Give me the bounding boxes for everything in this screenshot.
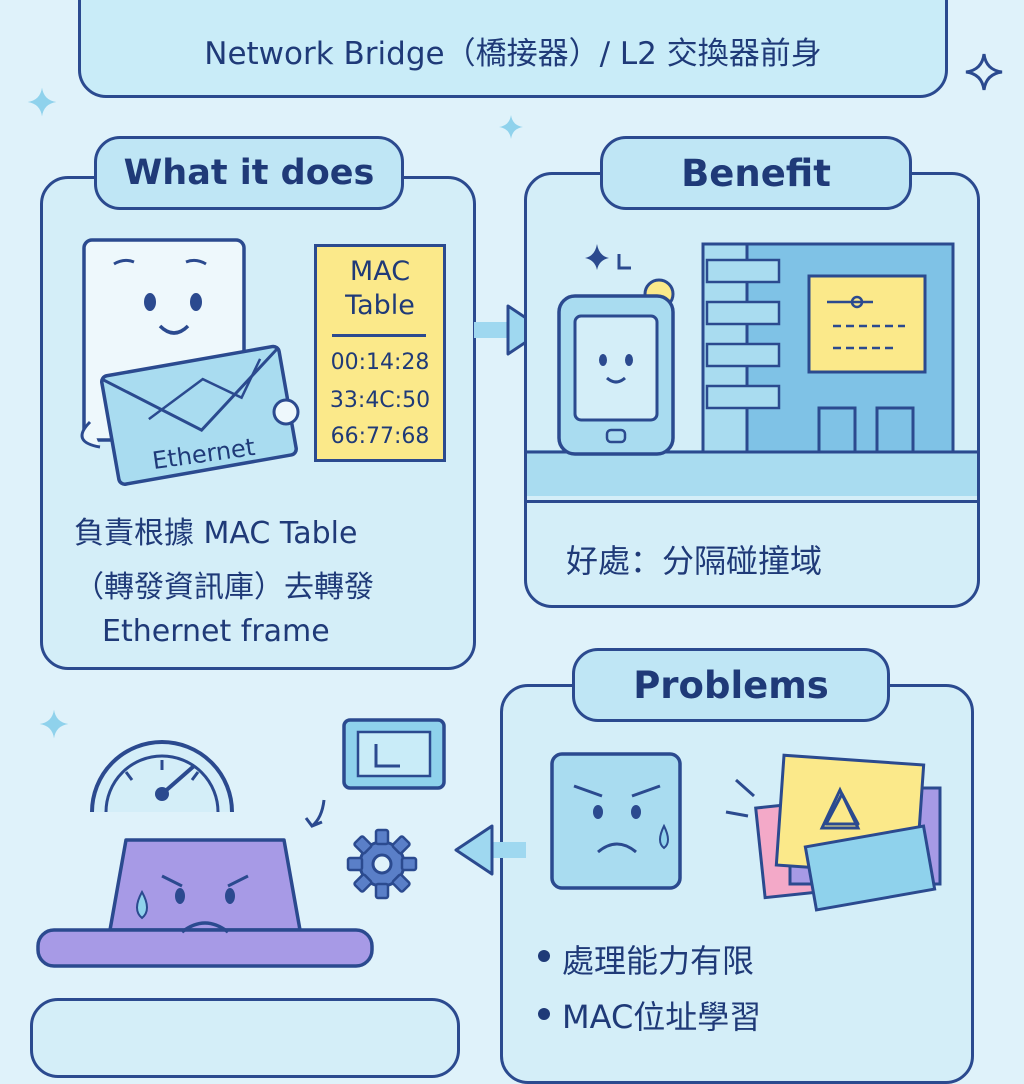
mac-table-note (314, 244, 446, 462)
bullet-dot (538, 950, 550, 962)
what-it-does-heading: What it does (94, 136, 404, 210)
arrow-left-icon (454, 824, 526, 876)
benefit-divider (527, 500, 977, 503)
problem-bullet: 處理能力有限 (562, 942, 755, 980)
page-title: Network Bridge（橋接器）/ L2 交換器前身 (204, 36, 822, 72)
mac-entry: 33:4C:50 (329, 388, 431, 413)
sparkle-icon (39, 709, 69, 739)
sparkle-icon (499, 115, 523, 139)
problem-bullet: MAC位址學習 (562, 998, 762, 1036)
bottom-panel (30, 998, 460, 1078)
mac-entry: 00:14:28 (330, 350, 430, 375)
problems-illustration (550, 752, 942, 912)
header-banner (78, 0, 948, 98)
gauge-icon (90, 740, 234, 813)
description-line: （轉發資訊庫）去轉發 (74, 570, 374, 605)
mac-table-title-line2: Table (345, 290, 415, 321)
benefit-illustration (527, 242, 977, 496)
bridge-character-icon (80, 238, 300, 486)
problems-heading: Problems (572, 648, 890, 722)
description-line: Ethernet frame (102, 614, 330, 649)
benefit-heading: Benefit (600, 136, 912, 210)
mac-table-divider (332, 334, 426, 337)
gear-icon (346, 828, 418, 900)
stressed-device-icon (36, 838, 374, 968)
description-line: 負責根據 MAC Table (74, 516, 358, 551)
sparkle-icon (27, 87, 57, 117)
benefit-caption: 好處：分隔碰撞域 (566, 542, 823, 580)
warning-icon (824, 792, 860, 826)
card-icon (342, 718, 446, 790)
bullet-dot (538, 1008, 550, 1020)
arrow-down-icon (304, 799, 326, 828)
sparkle-icon (965, 53, 1003, 91)
mac-table-title-line1: MAC (349, 256, 411, 287)
mac-entry: 66:77:68 (330, 424, 430, 449)
